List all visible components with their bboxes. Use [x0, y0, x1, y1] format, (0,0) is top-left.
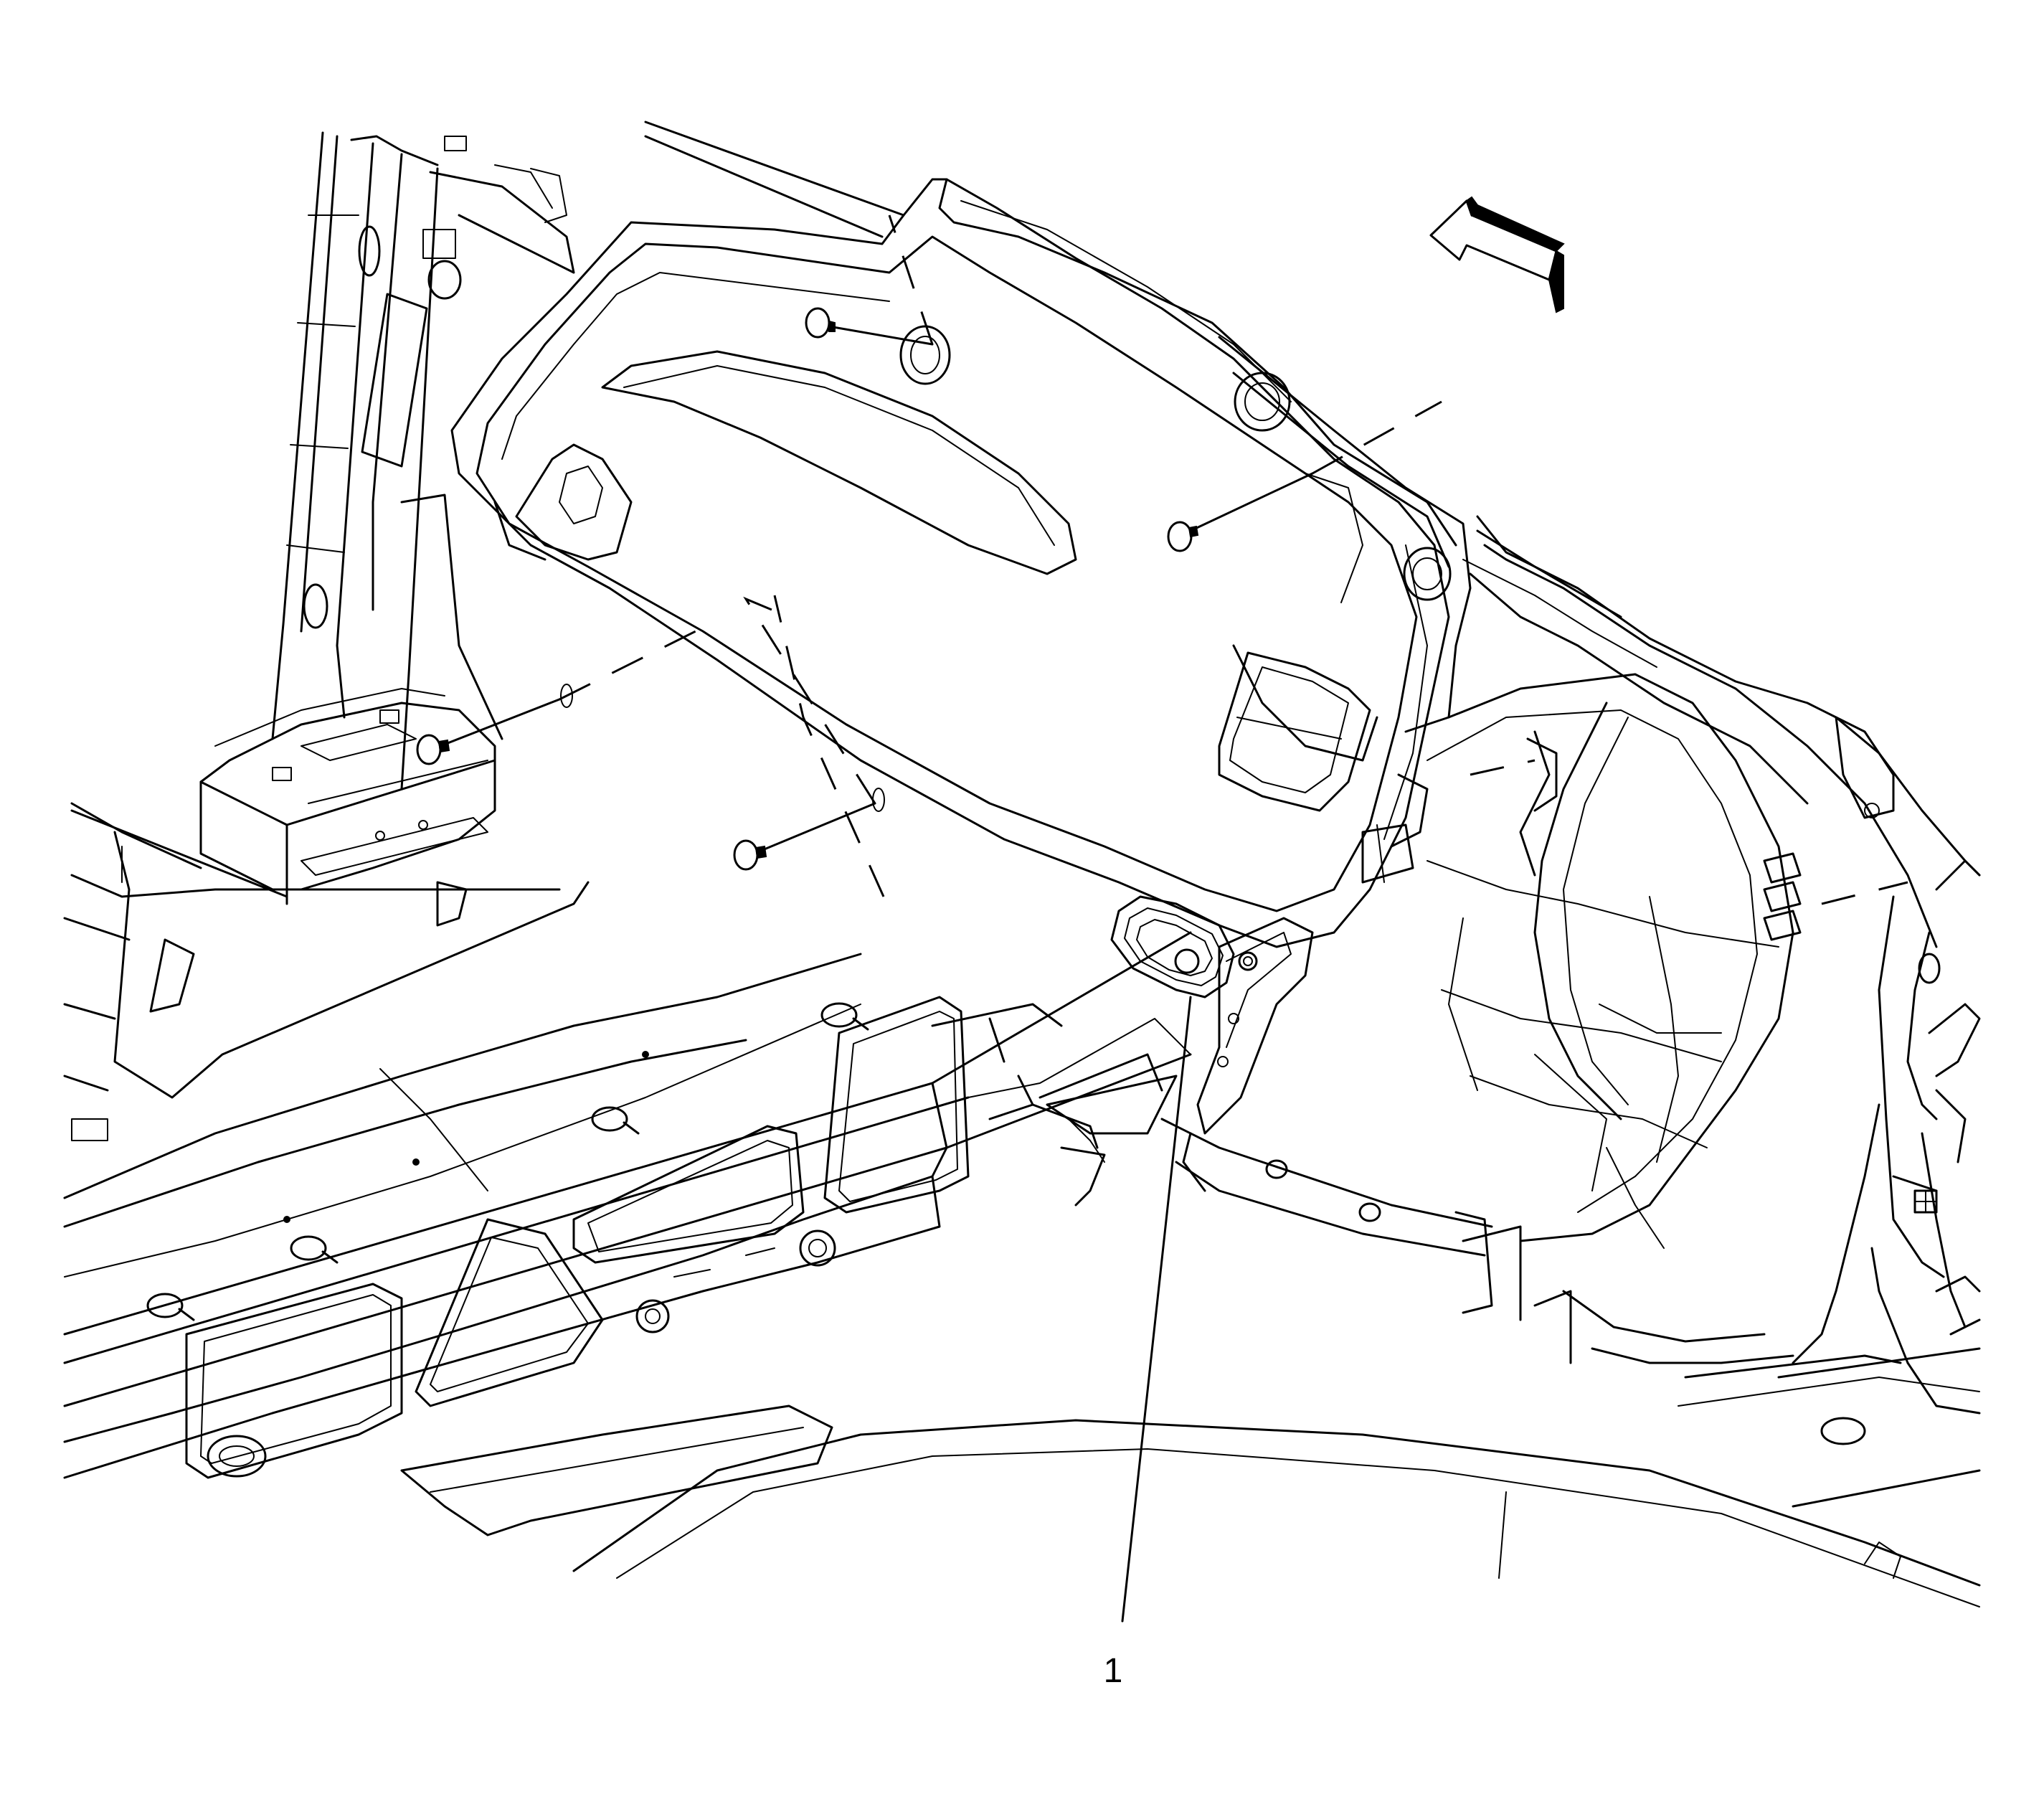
rear-quarter-trim-panel — [450, 178, 1472, 948]
callout-1: 1 — [1104, 996, 1192, 1690]
alignment-lines — [559, 214, 1908, 905]
rear-body-panel — [63, 931, 1381, 1479]
panel-opening — [823, 996, 970, 1214]
left-body-pillar — [271, 121, 905, 790]
callout-1-label: 1 — [1104, 1652, 1123, 1690]
push-pin-retainer — [1167, 472, 1314, 552]
center-mounting-bracket — [931, 917, 1314, 1192]
panel-opening — [185, 1283, 403, 1479]
left-bracket-module — [70, 688, 590, 1099]
stud-bolts — [146, 1002, 1381, 1321]
right-wheelhouse — [1404, 544, 1938, 1364]
forward-direction-arrow-icon — [1429, 196, 1565, 313]
grommet-group — [899, 325, 1452, 601]
push-pin-retainer — [733, 788, 885, 871]
panel-opening — [572, 1125, 805, 1264]
panel-opening — [415, 1218, 604, 1407]
trunk-floor — [63, 917, 1981, 1607]
push-pin-retainer — [805, 307, 934, 346]
component-1-oval-plug — [1110, 895, 1235, 998]
push-pin-retainers — [416, 307, 1314, 871]
panel-vent-opening — [1218, 651, 1371, 812]
right-body-side — [1462, 515, 1981, 1415]
push-pin-retainer — [416, 684, 573, 765]
callout-1-leader-line — [1121, 996, 1192, 1623]
